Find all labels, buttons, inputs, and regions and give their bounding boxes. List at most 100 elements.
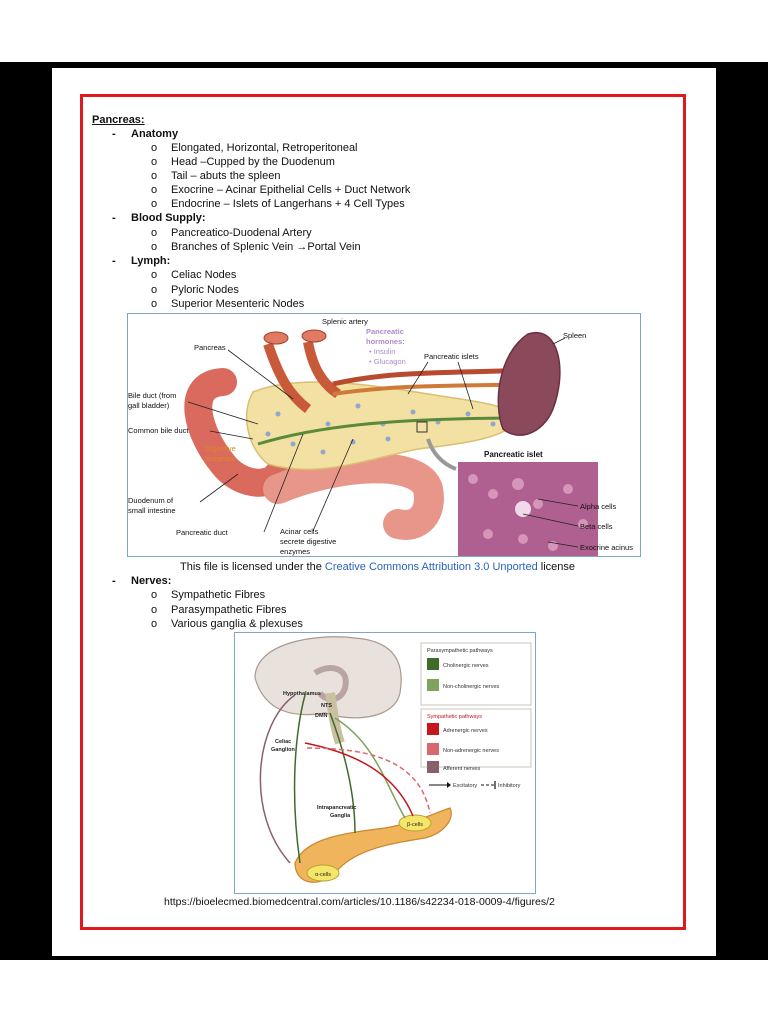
dash-marker: - — [112, 255, 116, 267]
bullet-marker: o — [151, 284, 158, 296]
page-border — [80, 94, 686, 930]
arrowhead-icon — [447, 782, 451, 788]
label-hypothalamus: Hypothalamus — [283, 691, 321, 697]
legend-swatch-afferent — [427, 761, 439, 773]
list-item: Celiac Nodes — [171, 269, 237, 281]
label-celiac: Celiac — [275, 739, 291, 745]
vessel — [303, 341, 341, 399]
bullet-marker: o — [151, 142, 158, 154]
list-item: Branches of Splenic Vein →Portal Vein — [171, 241, 361, 253]
label-pancreas: Pancreas — [194, 343, 226, 352]
label-bile-duct: Bile duct (from — [128, 391, 176, 400]
legend-excitatory: Excitatory — [453, 783, 477, 789]
label-glucagon: • Glucagon — [369, 357, 406, 366]
label-acinar: Acinar cells — [280, 527, 319, 536]
section-title-lymph: Lymph: — [131, 255, 171, 267]
list-item: Pancreatico-Duodenal Artery — [171, 227, 312, 239]
legend-symp-box — [420, 708, 532, 768]
legend-nonadrenergic: Non-adrenergic nerves — [443, 748, 499, 754]
label-islet-title: Pancreatic islet — [484, 450, 543, 459]
legend-inhibitory: Inhibitory — [498, 783, 521, 789]
pancreas-innervation-figure: Parasympathetic pathways Cholinergic ner… — [234, 632, 536, 894]
duodenum-shape — [184, 368, 292, 497]
bullet-marker: o — [151, 604, 158, 616]
label-nts: NTS — [321, 703, 332, 709]
zoom-arrow — [426, 438, 457, 471]
vessel-end — [263, 331, 289, 345]
legend-noncholinergic: Non-cholinergic nerves — [443, 684, 499, 690]
list-item: Head –Cupped by the Duodenum — [171, 156, 335, 168]
label-acinar: secrete digestive — [280, 537, 336, 546]
bullet-marker: o — [151, 156, 158, 168]
label-beta-cells: Beta cells — [580, 522, 613, 531]
bullet-marker: o — [151, 241, 158, 253]
islet-highlight-box — [416, 421, 428, 433]
label-alpha-cells: Alpha cells — [580, 502, 617, 511]
legend-symp-title: Sympathetic pathways — [427, 714, 482, 720]
label-beta-cells: β-cells — [407, 822, 423, 828]
list-item: Exocrine – Acinar Epithelial Cells + Duc… — [171, 184, 411, 196]
label-intrapancreatic: Ganglia — [330, 813, 351, 819]
list-item: Various ganglia & plexuses — [171, 618, 303, 630]
list-item: Tail – abuts the spleen — [171, 170, 281, 182]
license-link[interactable]: Creative Commons Attribution 3.0 Unporte… — [324, 561, 538, 573]
label-intrapancreatic: Intrapancreatic — [317, 805, 356, 811]
label-digestive: enzymes — [205, 454, 235, 463]
noncholinergic-pathway — [334, 717, 406, 819]
dash-marker: - — [112, 575, 116, 587]
label-insulin: • Insulin — [369, 347, 395, 356]
beta-cell-cluster — [398, 814, 432, 832]
source-url[interactable]: https://bioelecmed.biomedcentral.com/art… — [164, 896, 555, 908]
list-item: Endocrine – Islets of Langerhans + 4 Cel… — [171, 198, 405, 210]
section-title-anatomy: Anatomy — [131, 128, 179, 140]
bottom-margin — [0, 960, 768, 1024]
legend-swatch-cholinergic — [427, 658, 439, 670]
label-hormones: Pancreatic — [366, 327, 404, 336]
cholinergic-pathway — [293, 694, 306, 864]
label-digestive: Digestive — [205, 444, 236, 453]
adrenergic-pathway — [304, 742, 414, 817]
bullet-marker: o — [151, 618, 158, 630]
license-line: This file is licensed under the Creative… — [180, 561, 575, 574]
alpha-cell-cluster — [306, 864, 340, 882]
legend-swatch-noncholinergic — [427, 679, 439, 691]
legend-cholinergic: Cholinergic nerves — [443, 663, 489, 669]
dash-marker: - — [112, 212, 116, 224]
spleen-shape — [497, 331, 561, 436]
section-title-blood: Blood Supply: — [131, 212, 206, 224]
label-bile-duct: gall bladder) — [128, 401, 170, 410]
vessel — [263, 342, 312, 413]
legend-para-title: Parasympathetic pathways — [427, 648, 493, 654]
label-splenic-artery: Splenic artery — [322, 317, 368, 326]
label-pancreatic-duct: Pancreatic duct — [176, 528, 229, 537]
license-prefix: This file is licensed under the — [180, 561, 325, 573]
bullet-marker: o — [151, 589, 158, 601]
top-margin — [0, 0, 768, 62]
bullet-marker: o — [151, 184, 158, 196]
innervation-diagram: Parasympathetic pathways Cholinergic ner… — [254, 636, 532, 883]
legend-adrenergic: Adrenergic nerves — [443, 728, 488, 734]
label-duodenum: Duodenum of — [128, 496, 174, 505]
label-common-bile-duct: Common bile duct — [128, 426, 189, 435]
label-islets: Pancreatic islets — [424, 352, 479, 361]
license-suffix: license — [537, 561, 575, 573]
bullet-marker: o — [151, 298, 158, 310]
section-title-nerves: Nerves: — [131, 575, 172, 587]
page-title: Pancreas: — [92, 114, 145, 126]
legend-afferent: Afferent nerves — [443, 766, 480, 772]
list-item: Parasympathetic Fibres — [171, 604, 287, 616]
afferent-pathway — [259, 694, 296, 864]
list-item: Pyloric Nodes — [171, 284, 239, 296]
label-hormones: hormones: — [366, 337, 405, 346]
list-item: Elongated, Horizontal, Retroperitoneal — [171, 142, 358, 154]
label-duodenum: small intestine — [128, 506, 176, 515]
legend-para-box — [420, 642, 532, 706]
bullet-marker: o — [151, 198, 158, 210]
vessel-end — [301, 329, 327, 343]
dash-marker: - — [112, 128, 116, 140]
cholinergic-pathway — [329, 712, 356, 834]
legend-swatch-adrenergic — [427, 723, 439, 735]
legend-swatch-nonadrenergic — [427, 743, 439, 755]
label-leaders — [187, 337, 579, 548]
intestine-shape — [263, 453, 444, 540]
